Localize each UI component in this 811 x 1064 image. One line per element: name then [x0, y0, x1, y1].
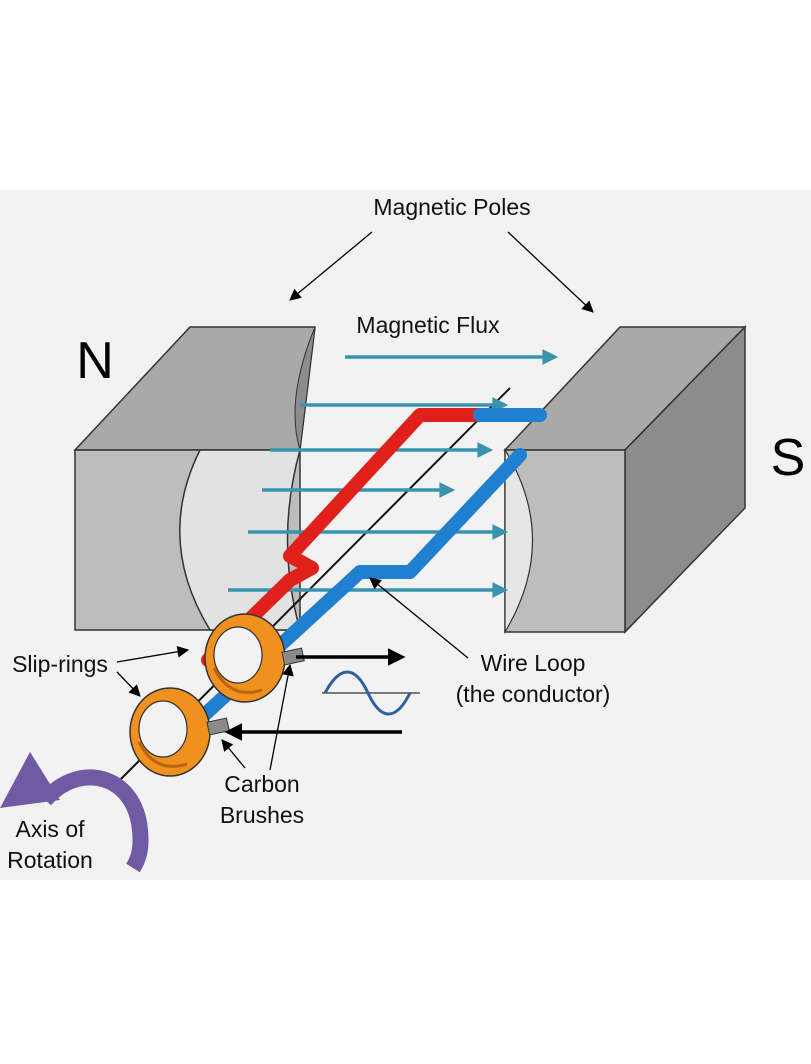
- south-pole-label: S: [771, 429, 806, 487]
- slip-pointer-lower: [116, 671, 141, 697]
- label-pointers: [116, 231, 594, 771]
- brush-pointer-upper: [269, 663, 294, 771]
- rotation-arrow: [0, 752, 149, 873]
- magnetic-flux-label: Magnetic Flux: [356, 312, 500, 338]
- wire-loop-label-line1: Wire Loop: [481, 650, 586, 676]
- poles-pointer-left: [289, 231, 373, 301]
- north-magnet: [73, 326, 316, 631]
- slip-rings-label: Slip-rings: [12, 651, 108, 677]
- axis-rotation-label-line2: Rotation: [7, 847, 93, 873]
- carbon-brushes-label-line1: Carbon: [224, 771, 299, 797]
- ac-output-wave: [322, 670, 420, 716]
- south-pole-face: [504, 447, 533, 635]
- poles-pointer-right: [507, 231, 594, 313]
- north-pole-label: N: [76, 332, 114, 390]
- brush-pointer-lower: [221, 739, 246, 769]
- slip-ring-upper: [204, 613, 286, 703]
- north-pole-face: [179, 449, 301, 631]
- wire-loop-red: [201, 408, 507, 667]
- carbon-brush-upper: [281, 647, 305, 666]
- carbon-brushes-label-line2: Brushes: [220, 802, 304, 828]
- south-magnet: [503, 325, 747, 635]
- wire-loop-pointer: [369, 577, 469, 659]
- slip-ring-lower: [129, 687, 211, 777]
- magnetic-poles-label: Magnetic Poles: [373, 194, 530, 220]
- slip-pointer-upper: [116, 645, 190, 663]
- wire-loop-label-line2: (the conductor): [456, 681, 611, 707]
- axis-rotation-label-line1: Axis of: [15, 816, 85, 842]
